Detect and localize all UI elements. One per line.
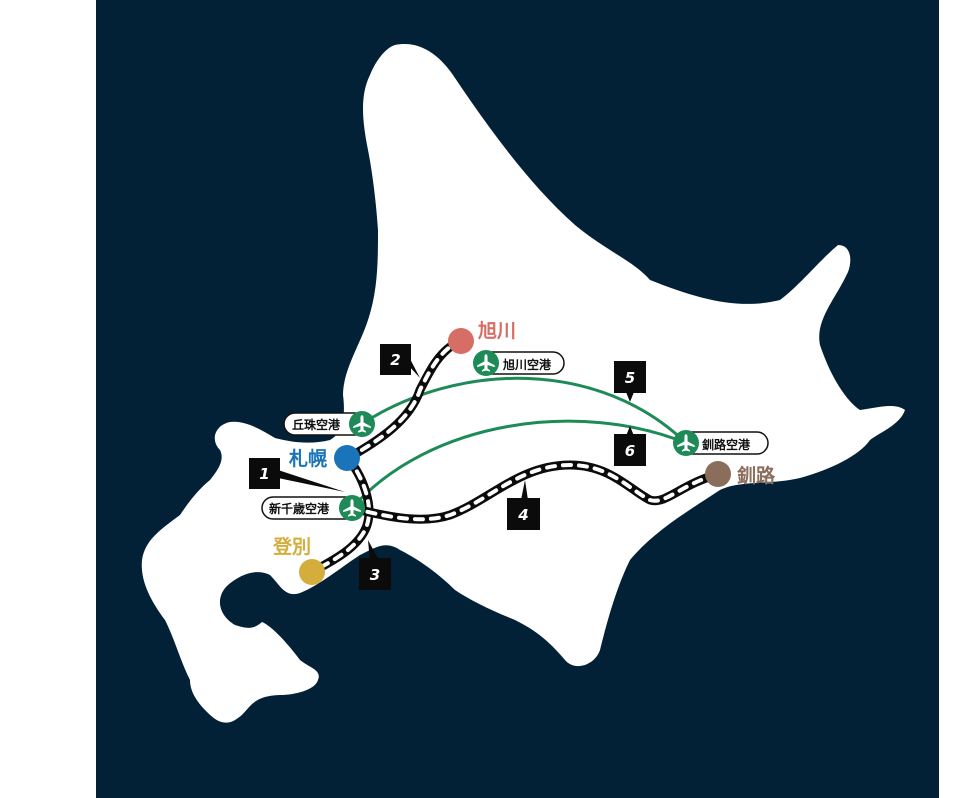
route-badge-4: 4 <box>507 480 540 530</box>
city-sapporo[interactable]: 札幌 <box>288 445 360 471</box>
svg-text:4: 4 <box>517 506 528 524</box>
route-badge-2: 2 <box>380 344 420 378</box>
svg-text:2: 2 <box>390 351 400 369</box>
route-badge-5: 5 <box>614 361 646 402</box>
svg-text:5: 5 <box>625 369 635 387</box>
airport-label: 丘珠空港 <box>292 417 341 432</box>
rail-routes <box>307 336 723 577</box>
hokkaido-landmass <box>141 44 905 723</box>
flight-route-5 <box>359 376 688 445</box>
airport-asahikawa[interactable]: 旭川空港 <box>473 350 565 376</box>
city-asahikawa[interactable]: 旭川 <box>448 320 516 354</box>
city-kushiro[interactable]: 釧路 <box>705 461 776 487</box>
airport-new-chitose[interactable]: 新千歳空港 <box>261 495 365 521</box>
city-label: 札幌 <box>288 447 327 470</box>
airport-label: 釧路空港 <box>701 437 751 452</box>
svg-text:6: 6 <box>625 442 635 460</box>
svg-text:3: 3 <box>370 566 380 584</box>
city-noboribetsu[interactable]: 登別 <box>272 535 325 585</box>
city-label: 旭川 <box>477 320 516 342</box>
route-badge-3: 3 <box>359 540 391 590</box>
city-label: 登別 <box>272 535 311 558</box>
airport-label: 新千歳空港 <box>269 501 330 516</box>
city-label: 釧路 <box>737 464 776 487</box>
airport-okadama[interactable]: 丘珠空港 <box>283 411 375 437</box>
flight-route-6 <box>350 419 687 509</box>
svg-text:1: 1 <box>259 465 269 483</box>
airport-label: 旭川空港 <box>502 357 552 372</box>
route-badge-1: 1 <box>249 458 345 492</box>
route-badge-6: 6 <box>614 426 646 466</box>
airport-kushiro[interactable]: 釧路空港 <box>673 430 769 456</box>
